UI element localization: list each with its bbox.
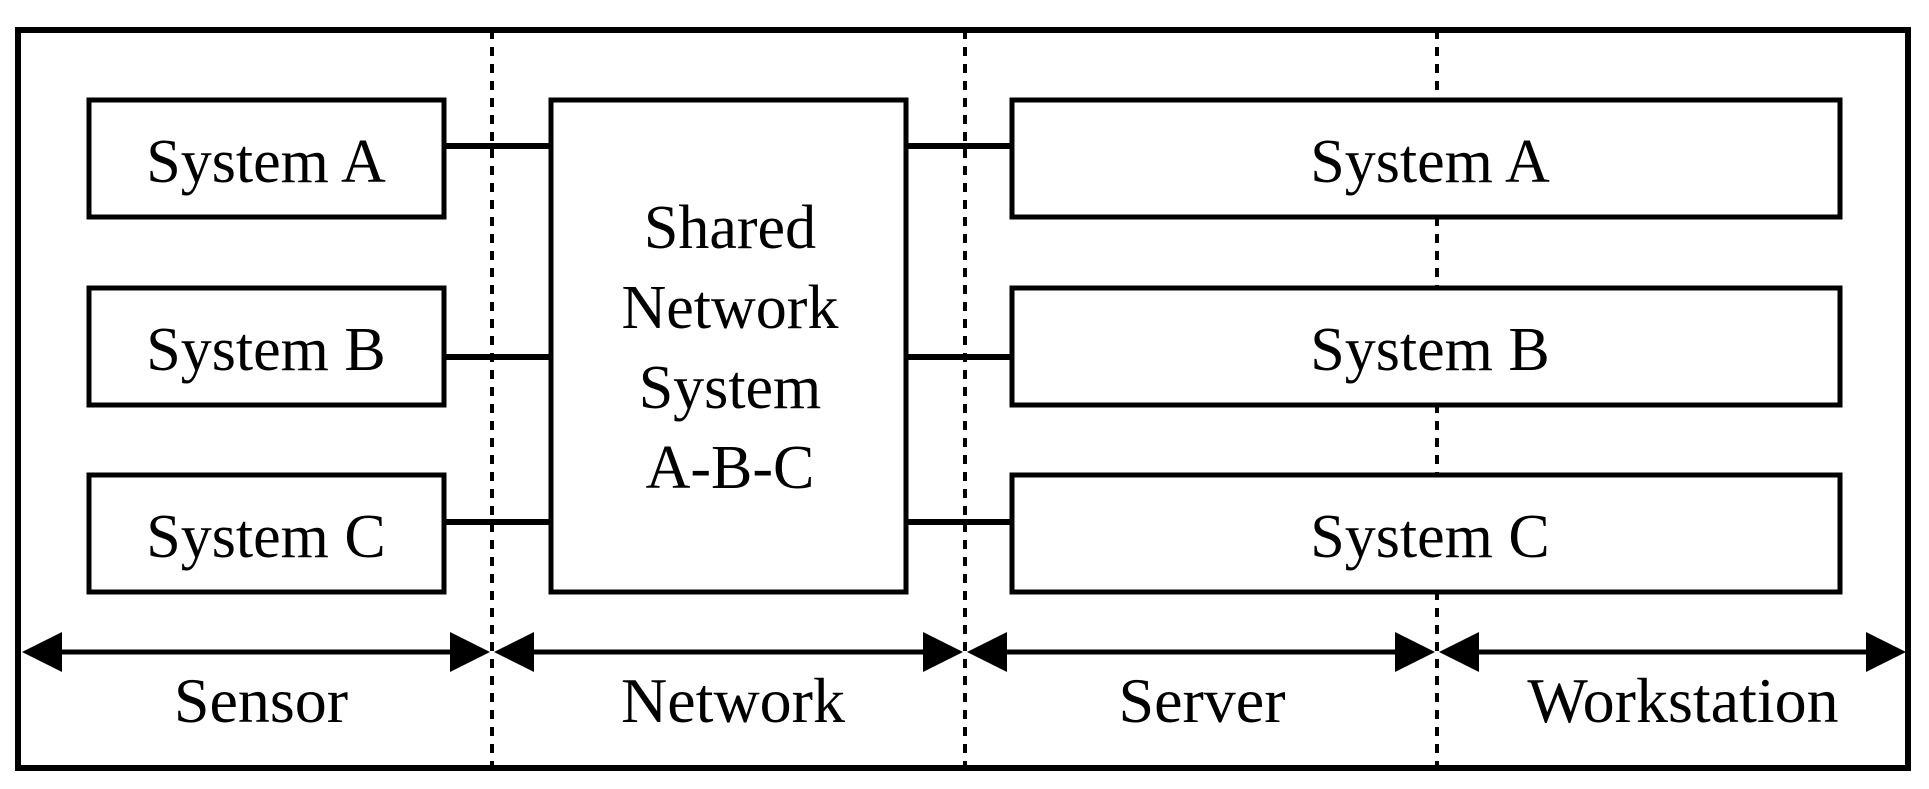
shared-network-line-3: System — [639, 354, 822, 422]
sensor-system-b: System B — [86, 285, 447, 408]
server-system-c-label: System C — [1310, 503, 1549, 571]
server-system-b: System B — [1009, 285, 1843, 408]
zone-arrow-server — [967, 632, 1435, 672]
shared-network-line-4: A-B-C — [646, 434, 815, 502]
sensor-system-b-label: System B — [146, 316, 385, 384]
zone-label-workstation: Workstation — [1527, 665, 1838, 736]
shared-network-line-1: Shared — [644, 194, 816, 262]
zone-arrow-sensor — [22, 632, 490, 672]
server-system-b-label: System B — [1310, 316, 1549, 384]
sensor-system-c: System C — [86, 472, 447, 595]
zone-label-sensor: Sensor — [174, 665, 348, 736]
zone-arrow-workstation — [1439, 632, 1906, 672]
server-system-a: System A — [1009, 97, 1843, 220]
sensor-system-a: System A — [86, 97, 447, 220]
sensor-system-c-label: System C — [146, 503, 385, 571]
sensor-system-a-label: System A — [146, 128, 386, 196]
server-system-a-label: System A — [1310, 128, 1550, 196]
shared-network-line-2: Network — [622, 274, 839, 342]
shared-network-box: Shared Network System A-B-C — [548, 97, 909, 595]
zone-label-server: Server — [1118, 665, 1285, 736]
server-system-c: System C — [1009, 472, 1843, 595]
zone-arrow-network — [494, 632, 963, 672]
zone-label-network: Network — [621, 665, 845, 736]
